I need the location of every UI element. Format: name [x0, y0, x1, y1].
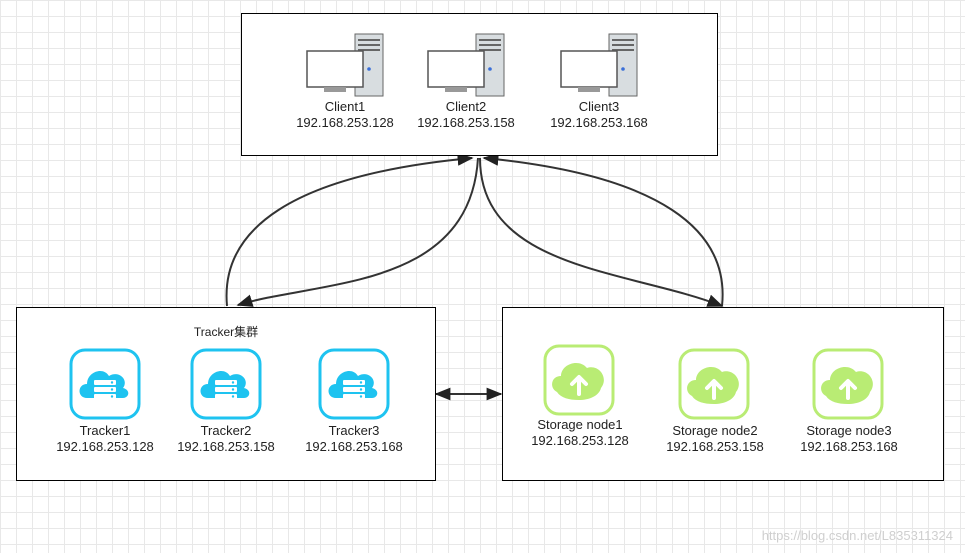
- cloud-server-icon: [69, 348, 141, 420]
- cloud-server-icon: [318, 348, 390, 420]
- desktop-computer-icon: [427, 33, 505, 97]
- storage-ip: 192.168.253.128: [531, 433, 629, 448]
- client-name: Client1: [324, 99, 366, 114]
- edge-clients-to-storage: [479, 157, 724, 307]
- desktop-computer-icon: [560, 33, 638, 97]
- edge-storage-to-clients: [482, 153, 724, 307]
- edge-tracker-to-clients: [225, 152, 474, 307]
- tracker-name: Tracker3: [328, 423, 380, 438]
- storage-name: Storage node1: [537, 417, 623, 432]
- client-name: Client2: [445, 99, 487, 114]
- watermark: https://blog.csdn.net/L835311324: [761, 528, 953, 543]
- cloud-server-icon: [190, 348, 262, 420]
- cloud-upload-icon: [812, 348, 884, 420]
- client-ip: 192.168.253.128: [296, 115, 394, 130]
- tracker-cluster-title: Tracker集群: [193, 325, 259, 339]
- tracker-ip: 192.168.253.128: [56, 439, 154, 454]
- client-name: Client3: [578, 99, 620, 114]
- client-ip: 192.168.253.168: [550, 115, 648, 130]
- cloud-upload-icon: [543, 344, 615, 416]
- tracker-ip: 192.168.253.168: [305, 439, 403, 454]
- cloud-upload-icon: [678, 348, 750, 420]
- tracker-name: Tracker1: [79, 423, 131, 438]
- storage-name: Storage node2: [672, 423, 758, 438]
- storage-ip: 192.168.253.158: [666, 439, 764, 454]
- storage-name: Storage node3: [806, 423, 892, 438]
- tracker-name: Tracker2: [200, 423, 252, 438]
- client-ip: 192.168.253.158: [417, 115, 515, 130]
- desktop-computer-icon: [306, 33, 384, 97]
- edge-clients-to-tracker: [236, 157, 479, 307]
- tracker-ip: 192.168.253.158: [177, 439, 275, 454]
- storage-ip: 192.168.253.168: [800, 439, 898, 454]
